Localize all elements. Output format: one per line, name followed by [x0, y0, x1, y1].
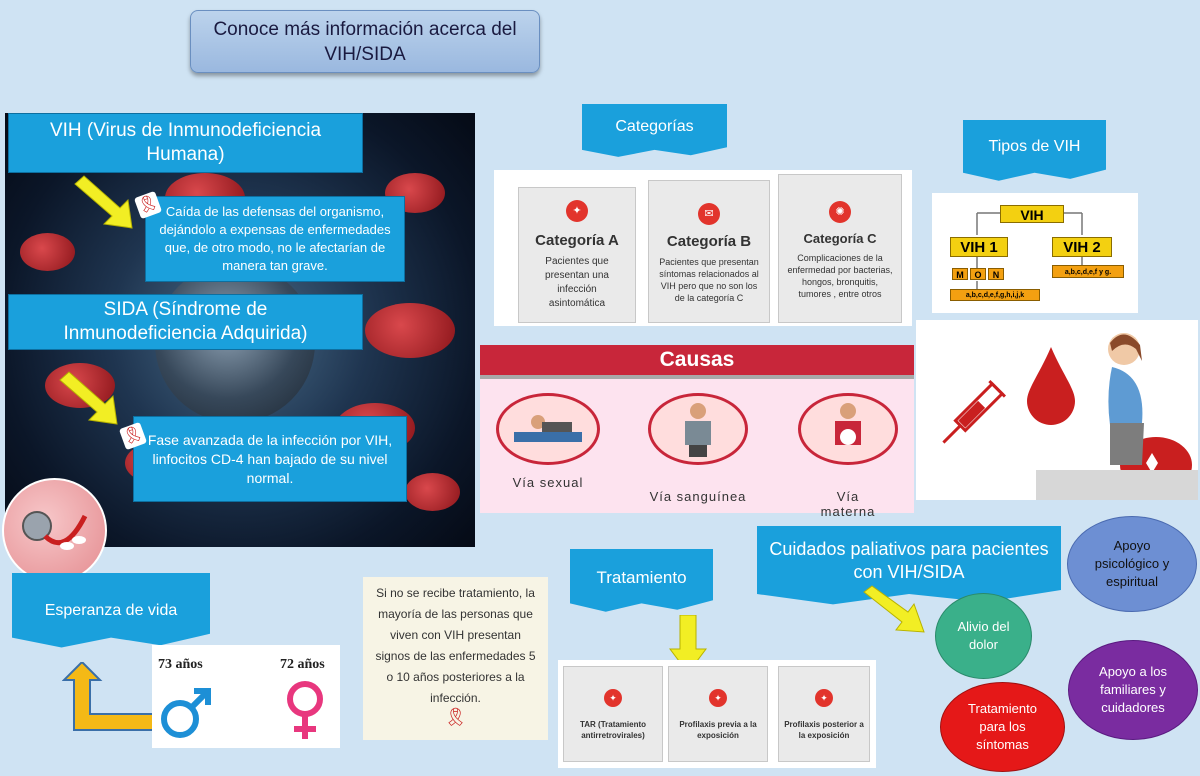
vih-heading: VIH (Virus de Inmunodeficiencia Humana) — [8, 113, 363, 173]
tratamiento-sintomas: Tratamiento para los síntomas — [940, 682, 1065, 772]
ribbon-icon: 🎗 — [444, 707, 467, 727]
categorias-panel: ✦ Categoría A Pacientes que presentan un… — [494, 170, 912, 326]
category-card: ✦ Categoría A Pacientes que presentan un… — [518, 187, 636, 323]
floor-shadow — [1036, 470, 1198, 500]
lightbulb-icon: ✦ — [604, 689, 622, 707]
chat-icon: ✉ — [698, 203, 720, 225]
tipos-tree-lines — [976, 212, 1083, 289]
prevention-image — [916, 320, 1198, 500]
via-sanguinea-icon — [648, 393, 748, 465]
category-card: ✺ Categoría C Complicaciones de la enfer… — [778, 174, 902, 323]
lightbulb-icon: ✦ — [709, 689, 727, 707]
arrow-down-right-icon — [59, 371, 118, 425]
esperanza-label: Esperanza de vida — [12, 573, 210, 648]
arrow-down-right-icon — [863, 585, 925, 633]
treatment-card: ✦ Profilaxis posterior a la exposición — [778, 666, 870, 762]
alivio-dolor: Alivio del dolor — [935, 593, 1032, 679]
tipos-vih1: VIH 1 — [950, 237, 1008, 257]
vih-description: Caída de las defensas del organismo, dej… — [145, 196, 405, 282]
stethoscope-icon — [21, 510, 87, 550]
via-materna-icon — [798, 393, 898, 465]
lightbulb-icon: ✦ — [566, 200, 588, 222]
via-materna-label: Vía materna — [820, 489, 876, 519]
tratamiento-panel: ✦ TAR (Tratamiento antirretrovirales) ✦ … — [558, 660, 876, 768]
tipos-sub2: a,b,c,d,e,f y g. — [1052, 265, 1124, 278]
male-symbol-icon — [161, 688, 211, 738]
female-symbol-icon — [287, 681, 323, 739]
treatment-card: ✦ TAR (Tratamiento antirretrovirales) — [563, 666, 663, 762]
causas-panel: Causas Vía sexual Vía sanguínea Vía mate… — [480, 345, 914, 519]
treatment-note: Si no se recibe tratamiento, la mayoría … — [363, 577, 548, 740]
causas-title-bar — [480, 345, 914, 375]
female-years: 72 años — [280, 657, 325, 672]
life-expectancy-panel: 73 años 72 años — [152, 645, 340, 748]
tipos-group-m: M — [952, 268, 968, 280]
via-sexual-label: Vía sexual — [512, 475, 584, 490]
category-card: ✉ Categoría B Pacientes que presentan sí… — [648, 180, 770, 323]
tipos-diagram: VIH VIH 1 VIH 2 M O N a,b,c,d,e,f,g,h,i,… — [932, 193, 1138, 313]
via-sexual-icon — [496, 393, 600, 465]
sida-description: Fase avanzada de la infección por VIH, l… — [133, 416, 407, 502]
stethoscope-image — [2, 478, 107, 583]
causas-title: Causas — [659, 348, 735, 371]
tipos-group-o: O — [970, 268, 986, 280]
tipos-vih2: VIH 2 — [1052, 237, 1112, 257]
page-title: Conoce más información acerca del VIH/SI… — [190, 10, 540, 73]
blood-drop-icon — [1021, 345, 1081, 430]
sida-heading: SIDA (Síndrome de Inmunodeficiencia Adqu… — [8, 294, 363, 350]
tipos-label: Tipos de VIH — [963, 120, 1106, 181]
via-sanguinea-label: Vía sanguínea — [649, 489, 747, 504]
tipos-root: VIH — [1000, 205, 1064, 223]
lightbulb-icon: ✦ — [815, 689, 833, 707]
tratamiento-label: Tratamiento — [570, 549, 713, 612]
treatment-card: ✦ Profilaxis previa a la exposición — [668, 666, 768, 762]
syringe-icon — [936, 370, 1007, 465]
categorias-label: Categorías — [582, 104, 727, 157]
male-years: 73 años — [158, 657, 203, 672]
tipos-sub1: a,b,c,d,e,f,g,h,i,j,k — [950, 289, 1040, 301]
apoyo-psicologico: Apoyo psicológico y espiritual — [1067, 516, 1197, 612]
cuidados-label: Cuidados paliativos para pacientes con V… — [757, 526, 1061, 605]
arrow-down-right-icon — [74, 175, 133, 229]
causas-title-bar-shadow — [480, 375, 914, 379]
megaphone-icon: ✺ — [829, 201, 851, 223]
apoyo-familiares: Apoyo a los familiares y cuidadores — [1068, 640, 1198, 740]
tipos-group-n: N — [988, 268, 1004, 280]
